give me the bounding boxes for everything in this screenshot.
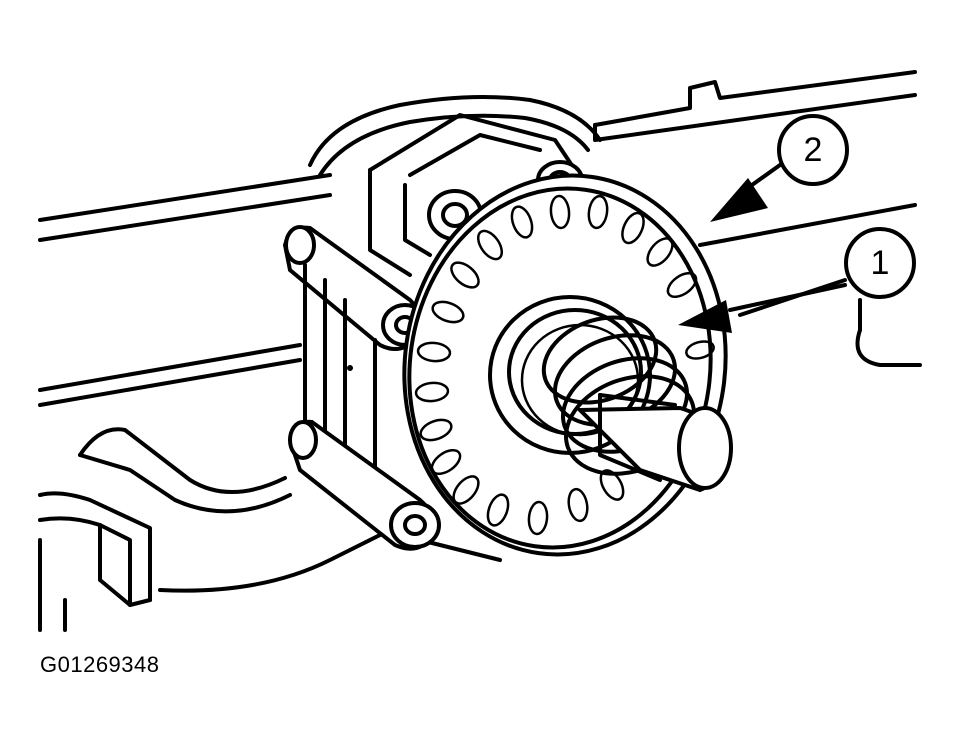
callout-1-label: 1 xyxy=(871,244,890,282)
callout-arrow-2 xyxy=(710,163,782,222)
callout-1: 1 xyxy=(844,227,916,299)
callout-2-label: 2 xyxy=(804,131,823,169)
tone-ring-slots xyxy=(414,194,715,536)
puller-bracket xyxy=(282,225,441,551)
callout-2: 2 xyxy=(777,114,849,186)
housing-outline xyxy=(38,70,922,632)
callout-arrow-1 xyxy=(678,278,847,333)
shaft-assembly xyxy=(488,295,733,493)
figure-code: G01269348 xyxy=(40,652,160,677)
